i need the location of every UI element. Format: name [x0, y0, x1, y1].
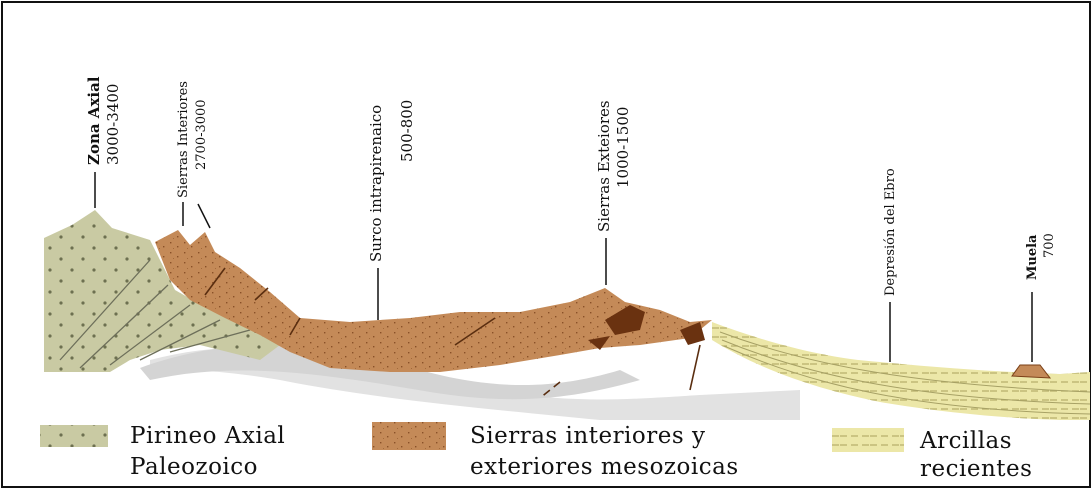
label-sierras-exteriores: Sierras Exteiores 1000-1500 — [595, 100, 632, 232]
legend-axial-line2: Paleozoico — [130, 454, 258, 480]
label-muela: Muela 700 — [1025, 233, 1057, 280]
legend-item-axial: Pirineo Axial Paleozoico — [40, 423, 285, 480]
label-depresion: Depresión del Ebro — [883, 168, 898, 296]
zona-axial-altitude: 3000-3400 — [104, 84, 122, 165]
sierras-interiores-altitude: 2700-3000 — [194, 99, 209, 170]
sierras-interiores-name: Sierras Interiores — [176, 81, 191, 198]
legend: Pirineo Axial Paleozoico Sierras interio… — [40, 422, 1032, 482]
legend-mesozoic-line1: Sierras interiores y — [470, 423, 705, 449]
muela-altitude: 700 — [1042, 233, 1057, 258]
depresion-name: Depresión del Ebro — [883, 168, 898, 296]
label-zona-axial: Zona Axial 3000-3400 — [85, 76, 122, 165]
legend-clay-line2: recientes — [920, 456, 1032, 482]
legend-axial-line1: Pirineo Axial — [130, 423, 285, 449]
muela-name: Muela — [1025, 234, 1040, 280]
surco-name: Surco intrapirenaico — [367, 105, 385, 262]
label-surco: Surco intrapirenaico 500-800 — [367, 100, 416, 262]
muela-cap — [1012, 365, 1050, 378]
label-sierras-interiores: Sierras Interiores 2700-3000 — [176, 81, 209, 198]
legend-item-clay: Arcillas recientes — [832, 428, 1032, 482]
sierras-exteriores-name: Sierras Exteiores — [595, 100, 613, 232]
legend-mesozoic-line2: exteriores mesozoicas — [470, 454, 739, 480]
zona-axial-name: Zona Axial — [85, 76, 103, 165]
sierras-exteriores-altitude: 1000-1500 — [614, 107, 632, 188]
legend-clay-line1: Arcillas — [919, 428, 1012, 454]
legend-item-mesozoic: Sierras interiores y exteriores mesozoic… — [372, 422, 739, 480]
surco-altitude: 500-800 — [398, 100, 416, 162]
